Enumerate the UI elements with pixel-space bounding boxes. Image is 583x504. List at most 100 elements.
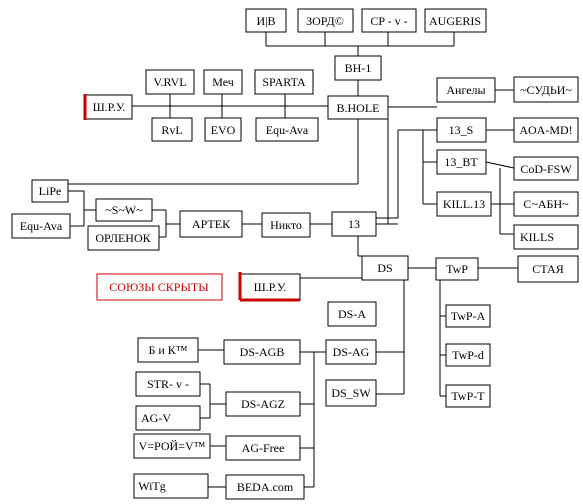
node-zord-label: ЗОРД© [306,14,344,28]
node-staya[interactable]: СТАЯ [517,255,579,283]
node-cp-v-label: CP - v - [370,14,407,28]
node-codfsw-label: CoD-FSW [520,162,572,176]
node-beda-label: BEDA.com [237,480,294,494]
node-orlenok[interactable]: ОРЛЕНОК [87,225,160,251]
node-agfree[interactable]: AG-Free [225,435,301,461]
node-soyuzy-skryty[interactable]: СОЮЗЫ СКРЫТЫ [96,273,223,301]
node-sudi-label: ~СУДЬИ~ [520,83,572,97]
node-equava-top[interactable]: Equ-Ava [255,117,319,142]
node-twpd-label: TwP-d [452,348,484,362]
node-dsagb[interactable]: DS-AGB [223,339,301,365]
node-kill13-label: KILL.13 [443,197,485,211]
node-codfsw[interactable]: CoD-FSW [513,156,579,181]
node-dsagz-label: DS-AGZ [241,397,285,411]
node-equava-left-label: Equ-Ava [20,219,63,233]
node-bik-label: Б и К™ [148,343,187,357]
node-mech-label: Меч [212,75,234,89]
node-beda[interactable]: BEDA.com [225,474,305,500]
node-strv[interactable]: STR- v - [135,371,201,397]
node-cabn-label: C~АБН~ [523,197,569,211]
node-shru-mid-label: Ш.Р.У. [254,280,287,294]
node-lipe-label: LiPe [39,184,62,198]
node-agv-label: AG-V [141,411,171,425]
node-sw-label: ~S~W~ [105,203,143,217]
node-witg[interactable]: WiTg [133,473,209,499]
node-ds-label: DS [377,261,392,275]
node-bh1-label: BH-1 [345,61,372,75]
node-twpt-label: TwP-T [451,389,485,403]
node-rvl[interactable]: RvL [151,117,193,142]
node-13s[interactable]: 13_S [436,117,487,143]
node-dsag[interactable]: DS-AG [325,339,377,365]
node-orlenok-label: ОРЛЕНОК [95,231,151,245]
node-shru-top[interactable]: Ш.Р.У. [83,94,133,120]
node-lipe[interactable]: LiPe [31,179,69,203]
node-augeris[interactable]: AUGERIS [424,8,487,33]
node-vrvl-label: V.RVL [153,75,186,89]
node-zord[interactable]: ЗОРД© [297,8,354,33]
node-angely-label: Ангелы [446,83,485,97]
node-nikto[interactable]: Никто [261,212,311,238]
node-artek[interactable]: АРТЕК [179,210,243,238]
node-mech[interactable]: Меч [203,69,243,95]
node-agfree-label: AG-Free [242,441,285,455]
node-sw[interactable]: ~S~W~ [95,198,153,222]
node-dsa[interactable]: DS-A [327,301,377,327]
node-staya-label: СТАЯ [532,262,563,276]
node-13-label: 13 [348,217,360,231]
node-twpd[interactable]: TwP-d [445,343,491,367]
node-twpa-label: TwP-A [451,309,486,323]
node-dssw[interactable]: DS_SW [325,379,377,407]
node-agv[interactable]: AG-V [135,405,201,431]
connectors [68,32,518,488]
node-dsa-label: DS-A [338,307,366,321]
node-cp-v[interactable]: CP - v - [361,8,417,33]
node-shru-mid[interactable]: Ш.Р.У. [238,272,301,302]
node-aoamd[interactable]: AOA-MD! [513,117,579,143]
node-kills-label: KILLS [520,230,554,244]
node-ib[interactable]: И|В [245,8,287,33]
node-rvl-label: RvL [161,123,182,137]
node-evo-label: EVO [211,123,236,137]
node-cabn[interactable]: C~АБН~ [513,191,579,217]
node-angely[interactable]: Ангелы [436,77,496,103]
node-vroy-label: V=РОЙ=V™ [139,439,206,453]
node-13bt-label: 13_BT [444,155,478,169]
node-dssw-label: DS_SW [331,386,371,400]
node-soyuzy-skryty-label: СОЮЗЫ СКРЫТЫ [109,280,209,294]
node-evo[interactable]: EVO [204,117,242,142]
node-sparta[interactable]: SPARTA [254,69,314,95]
node-bhole-label: B.HOLE [337,101,380,115]
node-dsag-label: DS-AG [333,345,370,359]
node-witg-label: WiTg [138,479,166,493]
node-twp[interactable]: TwP [435,257,479,281]
node-ds[interactable]: DS [361,255,409,281]
node-twpa[interactable]: TwP-A [445,304,491,328]
node-augeris-label: AUGERIS [429,14,481,28]
node-13s-label: 13_S [449,123,474,137]
node-vrvl[interactable]: V.RVL [145,69,195,95]
node-dsagb-label: DS-AGB [240,345,285,359]
node-13[interactable]: 13 [331,211,377,237]
node-vroy[interactable]: V=РОЙ=V™ [133,433,211,459]
node-artek-label: АРТЕК [192,217,231,231]
node-nikto-label: Никто [270,218,302,232]
node-equava-top-label: Equ-Ava [266,123,309,137]
node-kills[interactable]: KILLS [513,224,579,250]
node-equava-left[interactable]: Equ-Ava [11,213,71,239]
node-kill13[interactable]: KILL.13 [436,191,492,217]
node-aoamd-label: AOA-MD! [519,123,572,137]
node-twp-label: TwP [446,262,468,276]
node-13bt[interactable]: 13_BT [436,149,487,175]
node-sudi[interactable]: ~СУДЬИ~ [513,76,579,103]
node-sparta-label: SPARTA [262,75,306,89]
node-strv-label: STR- v - [147,377,189,391]
node-bhole[interactable]: B.HOLE [327,95,389,120]
node-twpt[interactable]: TwP-T [445,384,491,408]
node-bh1[interactable]: BH-1 [334,55,382,81]
node-bik[interactable]: Б и К™ [137,337,199,363]
node-shru-top-label: Ш.Р.У. [93,100,126,114]
node-dsagz[interactable]: DS-AGZ [225,391,301,417]
node-ib-label: И|В [256,14,275,28]
